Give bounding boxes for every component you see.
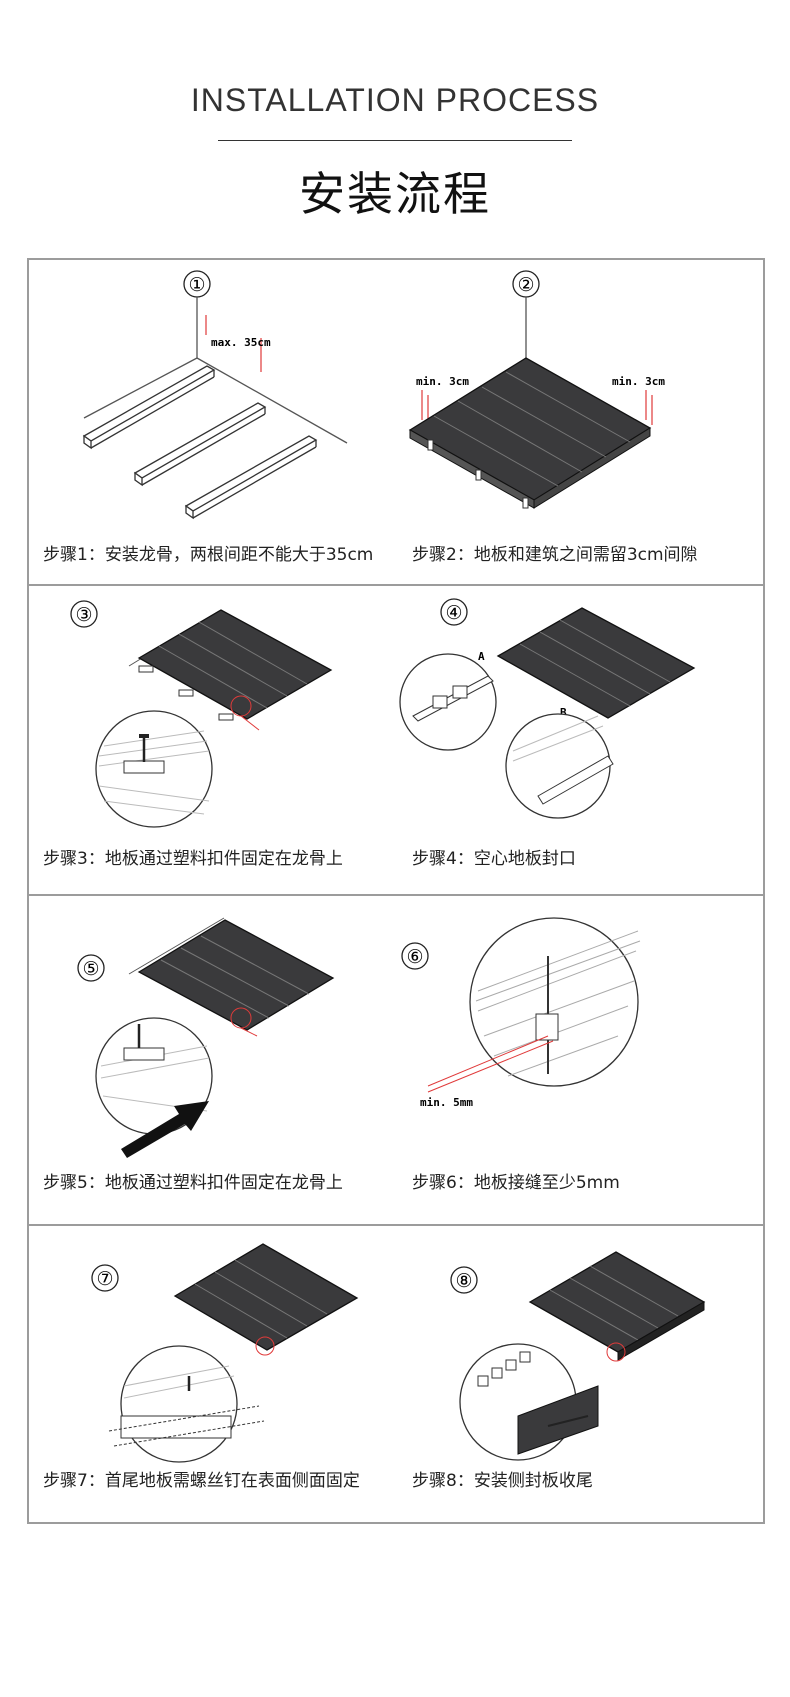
label-min-5mm: min. 5mm [420,1096,473,1109]
step-5-illustration: ⑤ [29,896,398,1166]
step-8-illustration: ⑧ [398,1226,767,1466]
step-5-number: ⑤ [82,958,99,980]
panel-steps-1-2: ① max. 35cm 步骤1：安装龙骨， [27,258,765,586]
step-3: ③ 步骤3：地板通过塑料扣件固定在龙骨上 [29,586,398,894]
title-divider [218,140,572,141]
step-2-illustration: ② min. 3cm min. 3cm [398,260,767,540]
step-1-number: ① [188,274,205,296]
title-chinese: 安装流程 [0,158,790,224]
step-6-illustration: ⑥ min. 5mm [398,896,767,1166]
label-a: A [478,650,485,663]
step-4: ④ A B 步骤4：空心地板封口 [398,586,767,894]
step-3-number: ③ [75,604,92,626]
step-7-illustration: ⑦ [29,1226,398,1466]
panel-steps-3-4: ③ 步骤3：地板通过塑料扣件固定在龙骨上 ④ A B [27,584,765,896]
title-english: INSTALLATION PROCESS [0,82,790,119]
step-6-caption: 步骤6：地板接缝至少5mm [412,1168,620,1193]
step-7: ⑦ 步骤7：首尾地板需螺丝钉在表面侧面固定 [29,1226,398,1522]
step-6-number: ⑥ [406,946,423,968]
step-3-caption: 步骤3：地板通过塑料扣件固定在龙骨上 [43,844,343,869]
label-max-35cm: max. 35cm [211,336,271,349]
step-2-number: ② [517,274,534,296]
step-4-caption: 步骤4：空心地板封口 [412,844,576,869]
step-2-caption: 步骤2：地板和建筑之间需留3cm间隙 [412,540,698,565]
step-7-number: ⑦ [96,1268,113,1290]
step-8-number: ⑧ [455,1270,472,1292]
step-6: ⑥ min. 5mm 步骤6：地板接缝至少5mm [398,896,767,1224]
step-7-caption: 步骤7：首尾地板需螺丝钉在表面侧面固定 [43,1466,360,1491]
step-5: ⑤ 步骤5：地板通过塑料扣件固定在龙骨上 [29,896,398,1224]
step-1: ① max. 35cm 步骤1：安装龙骨， [29,260,398,584]
label-min-3cm-right: min. 3cm [612,375,665,388]
step-4-illustration: ④ A B [398,586,767,836]
label-min-3cm-left: min. 3cm [416,375,469,388]
step-3-illustration: ③ [29,586,398,836]
step-2: ② min. 3cm min. 3cm 步骤2：地板和建筑之间需留3cm间隙 [398,260,767,584]
step-8: ⑧ 步骤8：安装侧封板收尾 [398,1226,767,1522]
step-1-illustration: ① max. 35cm [29,260,398,540]
panel-steps-7-8: ⑦ 步骤7：首尾地板需螺丝钉在表面侧面固定 ⑧ [27,1224,765,1524]
panel-steps-5-6: ⑤ 步骤5：地板通过塑料扣件固定在龙骨上 ⑥ [27,894,765,1226]
step-4-number: ④ [445,602,462,624]
step-1-caption: 步骤1：安装龙骨，两根间距不能大于35cm [43,540,373,565]
step-8-caption: 步骤8：安装侧封板收尾 [412,1466,593,1491]
step-5-caption: 步骤5：地板通过塑料扣件固定在龙骨上 [43,1168,343,1193]
